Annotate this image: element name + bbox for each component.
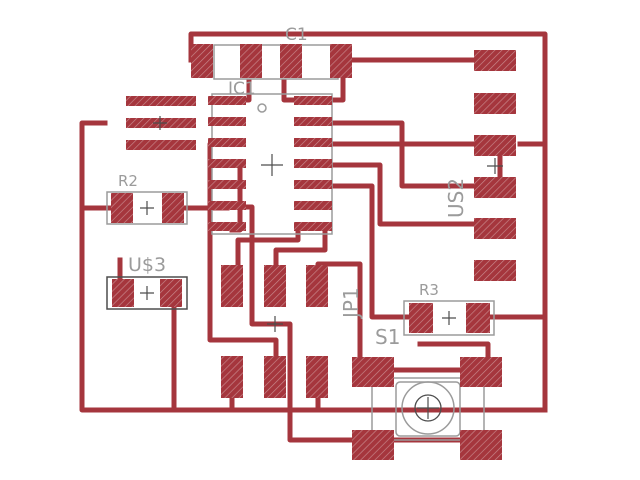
us3-label: U$3 [128, 254, 166, 276]
component-us2 [474, 50, 516, 281]
component-r3: R3 [403, 281, 495, 336]
us2-pad-5 [474, 218, 516, 239]
r3-pad-1 [409, 303, 433, 333]
c1-pad-2 [240, 44, 262, 78]
ic1-origin-cross [261, 154, 283, 176]
left-pad-1 [126, 96, 196, 106]
r2-label: R2 [118, 172, 138, 190]
r3-silk [403, 300, 495, 336]
trace-c1-ic [281, 79, 301, 103]
s1-pad-3 [352, 430, 394, 460]
us2-pad-6 [474, 260, 516, 281]
jp1-pad-5 [264, 356, 286, 398]
component-ic1: IC1 [208, 79, 333, 235]
s1-silk-body [371, 377, 485, 441]
us2-pad-2 [474, 93, 516, 114]
trace-left-loop [79, 120, 548, 413]
component-us3: U$3 [106, 254, 188, 310]
r2-silk [106, 191, 188, 225]
us3-pad-2 [160, 279, 182, 307]
s1-pad-1 [352, 357, 394, 387]
jp1-pad-1 [221, 265, 243, 307]
trace-ic-left-c [229, 162, 243, 233]
left-pads-cross [153, 116, 167, 130]
ic1-left-pins [208, 96, 246, 231]
us3-pad-1 [112, 279, 134, 307]
c1-pad-1 [191, 44, 213, 78]
r3-origin-cross [442, 311, 456, 325]
component-r2: R2 [106, 172, 188, 225]
jp1-label: JP1 [339, 287, 363, 320]
s1-pad-4 [460, 430, 502, 460]
us2-pad-1 [474, 50, 516, 71]
s1-label: S1 [375, 325, 400, 349]
c1-pad-4 [330, 44, 352, 78]
c1-origin-cross-2 [309, 55, 323, 69]
ic1-pin1-dot [257, 103, 267, 113]
us2-pad-4 [474, 177, 516, 198]
us2-pad-3 [474, 135, 516, 156]
jp1-pad-3 [306, 265, 328, 307]
s1-button-outer [401, 381, 455, 435]
s1-origin-cross [417, 397, 439, 419]
ic1-right-pins [294, 96, 332, 231]
r2-pad-2 [162, 193, 184, 223]
us2-label: US2 [444, 178, 468, 218]
jp1-pad-6 [306, 356, 328, 398]
s1-button-inner [414, 394, 442, 422]
us3-silk [106, 276, 188, 310]
trace-ic-r2-header [322, 120, 495, 189]
component-jp1 [221, 265, 328, 398]
component-c1: C1 [191, 25, 352, 80]
c1-pad-3 [280, 44, 302, 78]
r2-origin-cross [140, 201, 154, 215]
c1-origin-cross [221, 55, 235, 69]
r2-pad-1 [111, 193, 133, 223]
r3-label: R3 [419, 281, 439, 299]
c1-label: C1 [285, 25, 308, 45]
trace-ic-r5-header [322, 183, 415, 320]
r3-pad-2 [466, 303, 490, 333]
ic1-label: IC1 [228, 79, 256, 99]
jp1-pad-2 [264, 265, 286, 307]
s1-pad-2 [460, 357, 502, 387]
trace-ic-r4-header [322, 162, 495, 227]
jp1-pad-4 [221, 356, 243, 398]
left-pad-3 [126, 140, 196, 150]
trace-ic-left-a [207, 141, 279, 381]
component-s1: S1 [352, 325, 502, 460]
us3-origin-cross [140, 286, 154, 300]
component-left-pads [126, 96, 196, 150]
jp1-origin-cross [267, 316, 283, 332]
us2-origin-cross [487, 158, 503, 174]
